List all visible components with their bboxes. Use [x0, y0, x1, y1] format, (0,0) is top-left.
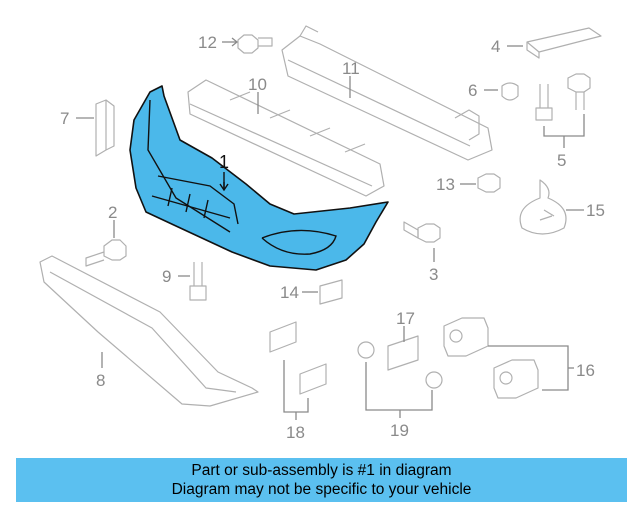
part-14-cap: 14: [280, 279, 343, 305]
part-11-reinforcement: 11: [281, 25, 493, 161]
part-15-bag: 15: [519, 179, 605, 235]
callout-17: 17: [396, 309, 415, 328]
callout-12: 12: [198, 33, 217, 52]
part-6-clip: 6: [468, 81, 519, 101]
part-7-bracket: 7: [60, 99, 115, 157]
part-2-bolt: 2: [85, 203, 127, 267]
bumper-cover-shape: [129, 85, 389, 271]
callout-11: 11: [342, 59, 360, 78]
callout-10: 10: [248, 75, 267, 94]
callout-14: 14: [280, 283, 299, 302]
part-18-brackets: 18: [269, 321, 327, 442]
part-17-19-holders: 17 19: [357, 309, 443, 440]
part-16-sensors: 16: [443, 317, 595, 399]
part-10-absorber: 10: [187, 75, 385, 197]
callout-5: 5: [557, 151, 566, 170]
part-4-strip: 4: [491, 27, 602, 59]
callout-15: 15: [586, 201, 605, 220]
callout-3: 3: [429, 265, 438, 284]
callout-9: 9: [162, 267, 171, 286]
part-12-bolt: 12: [198, 33, 273, 54]
callout-7: 7: [60, 109, 69, 128]
callout-13: 13: [436, 175, 455, 194]
callout-8: 8: [96, 371, 105, 390]
part-8-grille: 8: [39, 255, 259, 407]
callout-1: 1: [219, 152, 229, 172]
callout-6: 6: [468, 81, 477, 100]
callout-16: 16: [576, 361, 595, 380]
callout-2: 2: [108, 203, 117, 222]
part-13-bolt: 13: [436, 173, 501, 194]
banner-line-2: Diagram may not be specific to your vehi…: [171, 481, 472, 498]
info-banner: Part or sub-assembly is #1 in diagram Di…: [16, 458, 627, 502]
part-5-bolts: 5: [535, 73, 591, 170]
callout-4: 4: [491, 37, 500, 56]
part-9-bolt: 9: [162, 262, 207, 301]
banner-line-1: Part or sub-assembly is #1 in diagram: [191, 462, 452, 479]
part-1-bumper-cover: 1: [129, 85, 389, 271]
callout-18: 18: [286, 423, 305, 442]
callout-19: 19: [390, 421, 409, 440]
part-3-bolt: 3: [403, 221, 441, 284]
